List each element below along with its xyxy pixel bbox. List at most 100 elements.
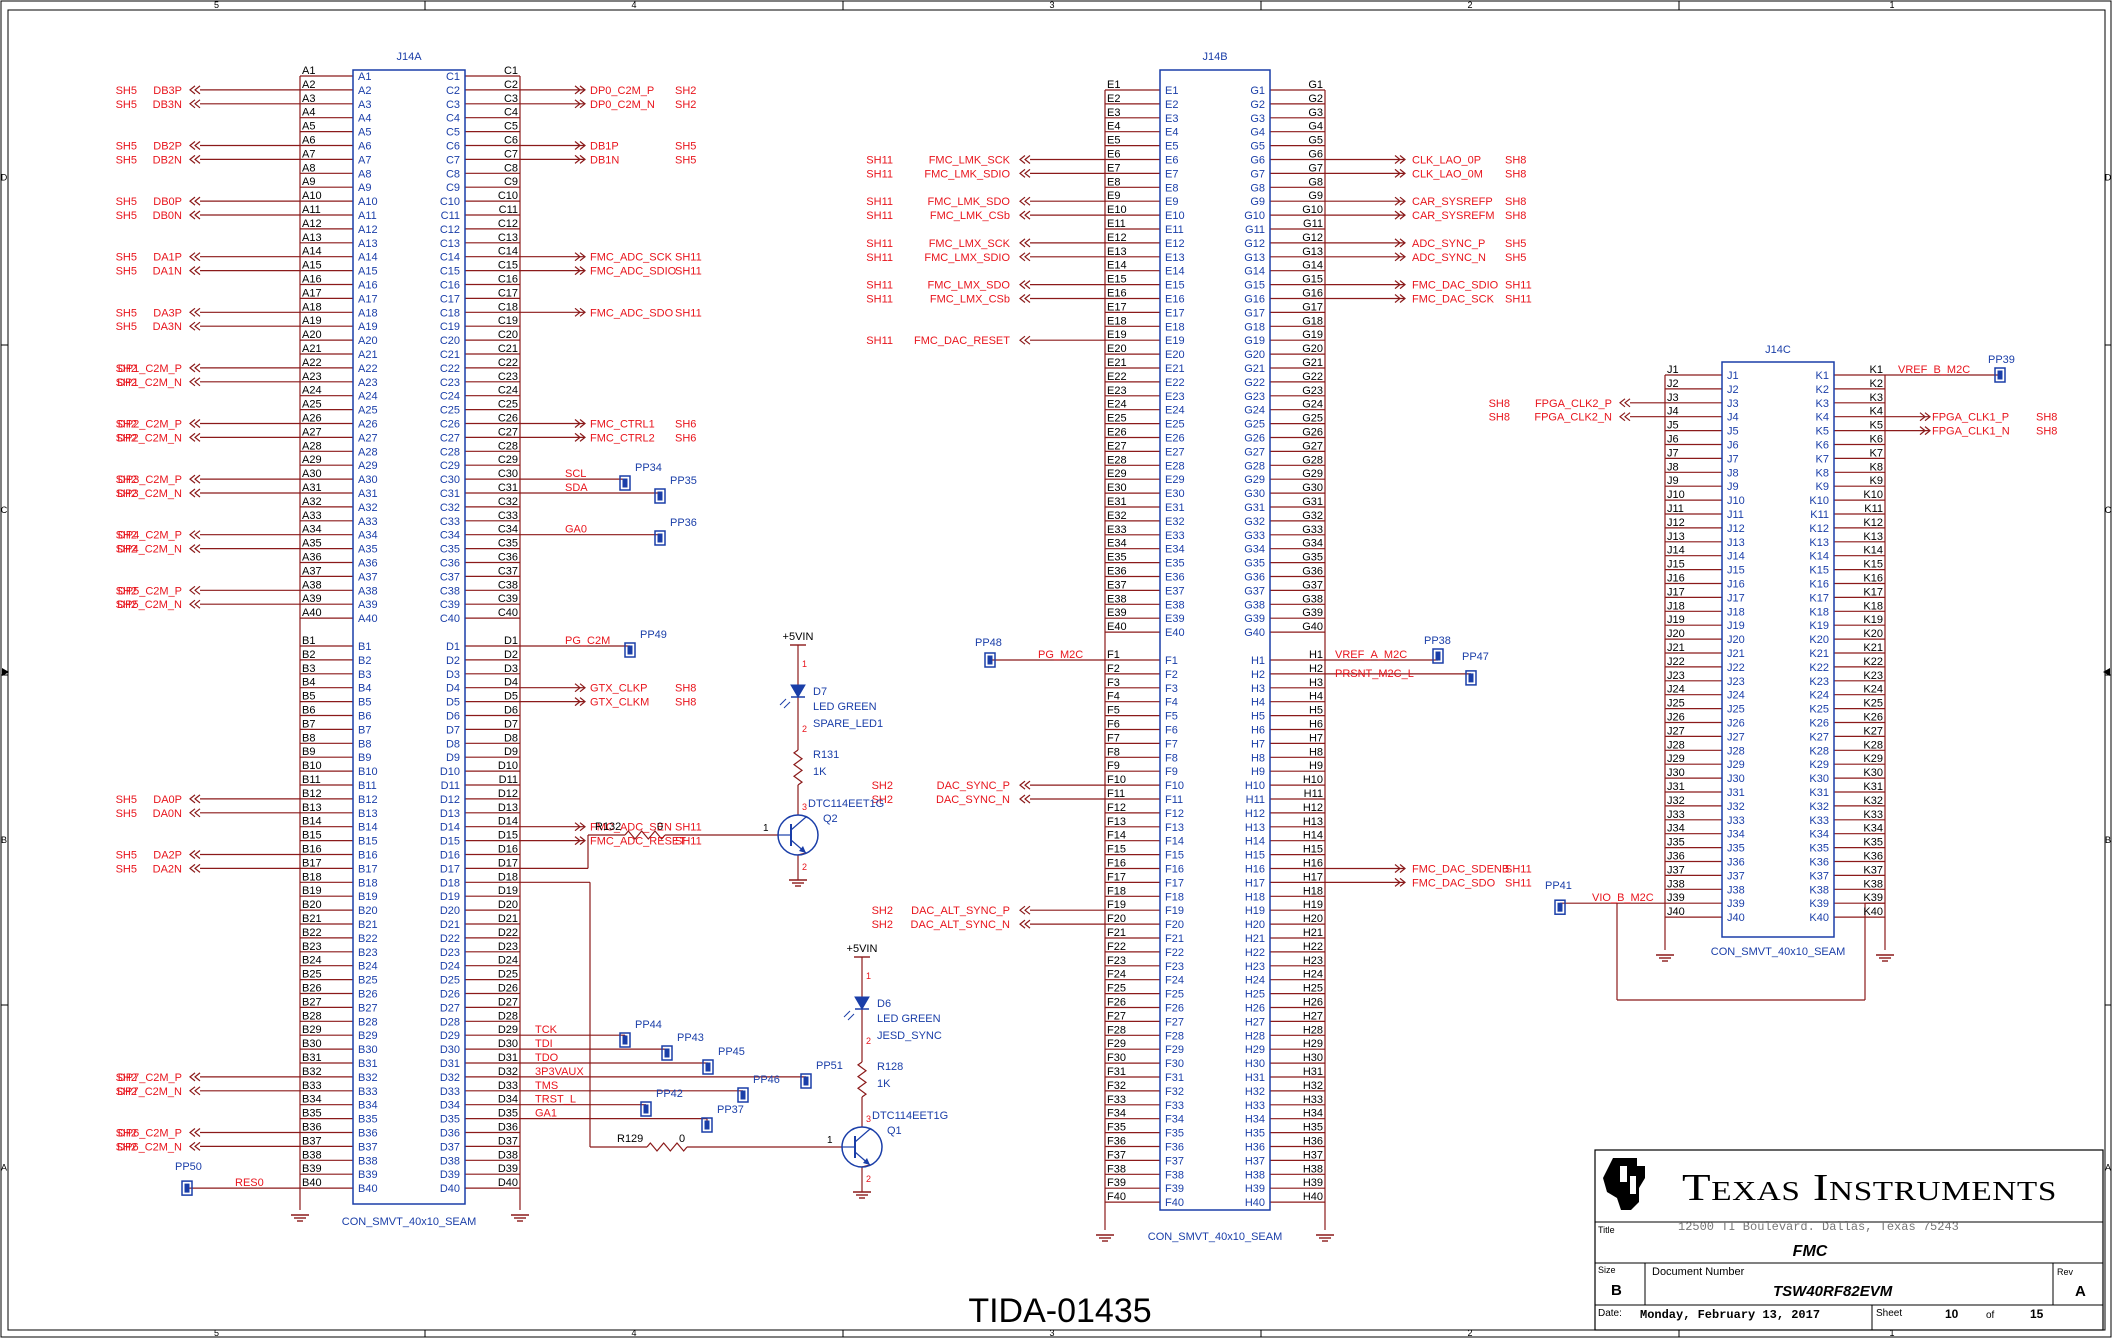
component-ref: D6 <box>877 998 891 1010</box>
pin-number: A28 <box>302 440 322 452</box>
pin-number: C39 <box>498 593 518 605</box>
pin-name: J21 <box>1727 648 1745 660</box>
pin-number: K19 <box>1863 614 1883 626</box>
pin-name: D15 <box>440 836 460 848</box>
component-ref: Q1 <box>887 1125 902 1137</box>
pin-number: F20 <box>1107 913 1126 925</box>
pin-number: K33 <box>1863 809 1883 821</box>
net-name: DB2P <box>153 141 182 153</box>
sheet-title: FMC <box>1793 1243 1828 1260</box>
pin-number: D21 <box>498 913 518 925</box>
net-name: FMC_ADC_SDO <box>590 307 674 319</box>
pin-name: K35 <box>1809 843 1829 855</box>
pin-name: D33 <box>440 1086 460 1098</box>
pin-name: B22 <box>358 933 378 945</box>
pin-name: B27 <box>358 1002 378 1014</box>
pin-name: G40 <box>1244 627 1265 639</box>
pin-name: E5 <box>1165 141 1178 153</box>
pin-number: 1 <box>866 971 871 981</box>
pin-name: F21 <box>1165 933 1184 945</box>
pin-name: C39 <box>440 599 460 611</box>
pin-name: E15 <box>1165 280 1185 292</box>
pin-name: C15 <box>440 266 460 278</box>
pin-number: K15 <box>1863 559 1883 571</box>
pin-number: C17 <box>498 287 518 299</box>
pin-number: F13 <box>1107 816 1126 828</box>
pin-name: A39 <box>358 599 378 611</box>
pin-number: H37 <box>1303 1149 1323 1161</box>
pin-number: E20 <box>1107 343 1127 355</box>
offpage-arrow <box>189 196 196 206</box>
pin-name: E22 <box>1165 377 1185 389</box>
pin-name: E28 <box>1165 460 1185 472</box>
resistor <box>646 1142 688 1152</box>
pin-number: C12 <box>498 218 518 230</box>
pin-name: F39 <box>1165 1183 1184 1195</box>
net-sheet: SH11 <box>675 822 702 834</box>
pin-number: H40 <box>1303 1191 1323 1203</box>
pin-name: C2 <box>446 85 460 97</box>
test-point-core <box>184 1183 190 1193</box>
led-rays <box>843 1010 851 1018</box>
pin-name: K28 <box>1809 745 1829 757</box>
offpage-arrow <box>194 377 201 387</box>
pin-name: C4 <box>446 113 460 125</box>
pin-name: K1 <box>1816 370 1829 382</box>
pin-name: A1 <box>358 71 371 83</box>
pin-number: J30 <box>1667 767 1685 779</box>
net-name: DB1N <box>590 154 619 166</box>
pin-name: H21 <box>1245 933 1265 945</box>
pin-name: H20 <box>1245 919 1265 931</box>
pin-number: D32 <box>498 1066 518 1078</box>
pin-number: C9 <box>504 176 518 188</box>
net-name: CAR_SYSREFM <box>1412 210 1495 222</box>
offpage-arrow <box>1399 196 1406 206</box>
pin-name: F25 <box>1165 989 1184 1001</box>
net-sheet: SH2 <box>116 544 137 556</box>
pin-name: A9 <box>358 182 371 194</box>
pin-number: C25 <box>498 399 518 411</box>
pin-name: J23 <box>1727 676 1745 688</box>
pin-name: H16 <box>1245 864 1265 876</box>
offpage-arrow <box>194 1141 201 1151</box>
net-name: GA1 <box>535 1108 557 1120</box>
pin-name: B30 <box>358 1044 378 1056</box>
offpage-arrow <box>194 141 201 150</box>
offpage-arrow <box>1399 864 1406 873</box>
net-name: DB3P <box>153 85 182 97</box>
pin-number: H12 <box>1303 802 1323 814</box>
pin-name: G2 <box>1250 99 1265 111</box>
pin-name: F26 <box>1165 1003 1184 1015</box>
net-name: FMC_LMK_SDO <box>927 196 1010 208</box>
pin-name: D2 <box>446 655 460 667</box>
border-row-label: B <box>1 835 7 845</box>
pin-number: D35 <box>498 1108 518 1120</box>
offpage-arrow <box>194 363 201 373</box>
pin-name: K22 <box>1809 662 1829 674</box>
pin-name: J32 <box>1727 801 1745 813</box>
pin-name: G35 <box>1244 558 1265 570</box>
test-point-ref: PP49 <box>640 629 667 641</box>
pin-number: F18 <box>1107 885 1126 897</box>
pin-number: E13 <box>1107 246 1127 258</box>
net-sheet: SH6 <box>675 419 696 431</box>
pin-name: K32 <box>1809 801 1829 813</box>
pin-name: H4 <box>1251 697 1265 709</box>
pin-name: F28 <box>1165 1030 1184 1042</box>
pin-name: A22 <box>358 363 378 375</box>
pin-name: B12 <box>358 794 378 806</box>
pin-number: C1 <box>504 65 518 77</box>
net-name: DA3P <box>153 307 182 319</box>
pin-name: J39 <box>1727 898 1745 910</box>
pin-name: G7 <box>1250 168 1265 180</box>
pin-number: J16 <box>1667 573 1685 585</box>
pin-name: H29 <box>1245 1044 1265 1056</box>
transistor-symbol <box>854 1128 871 1143</box>
pin-name: J34 <box>1727 829 1745 841</box>
pin-name: G12 <box>1244 238 1265 250</box>
pin-number: B16 <box>302 844 322 856</box>
pin-name: E11 <box>1165 224 1184 236</box>
pin-number: F34 <box>1107 1108 1126 1120</box>
pin-name: G13 <box>1244 252 1265 264</box>
net-name: FMC_DAC_SDENB <box>1412 864 1509 876</box>
